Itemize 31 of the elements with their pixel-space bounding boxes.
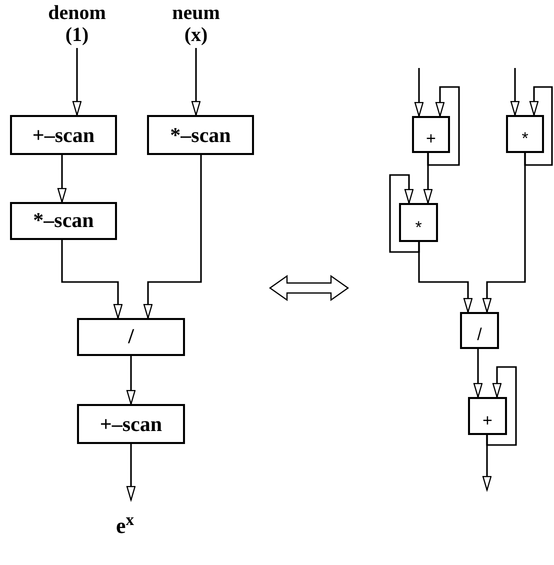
arrow — [423, 153, 433, 204]
operation-box: +–scan — [10, 115, 117, 155]
arrow — [486, 366, 517, 446]
operator-box: * — [506, 115, 544, 153]
operator-box: + — [468, 397, 507, 435]
operation-box: +–scan — [77, 404, 185, 444]
operation-box: *–scan — [147, 115, 254, 155]
arrow — [143, 155, 202, 319]
arrow — [427, 86, 460, 166]
arrow — [510, 68, 520, 116]
arrow — [473, 349, 483, 398]
result-label: e$^{x}$ — [100, 500, 150, 542]
arrow — [72, 48, 82, 116]
arrow — [389, 174, 420, 253]
arrow — [524, 86, 553, 166]
arrow — [126, 444, 136, 501]
input-label: denom (1) — [27, 2, 127, 48]
operation-box: / — [77, 318, 185, 356]
arrow — [482, 435, 492, 491]
operator-box: * — [399, 203, 438, 242]
operator-box: / — [460, 312, 499, 349]
arrow — [418, 242, 473, 313]
arrow — [482, 153, 526, 313]
arrow — [414, 68, 424, 117]
operator-box: + — [412, 116, 450, 153]
arrow — [57, 155, 67, 203]
operation-box: *–scan — [10, 202, 117, 240]
arrow — [61, 240, 123, 319]
input-label: neum (x) — [146, 2, 246, 48]
arrow — [126, 356, 136, 405]
arrow — [191, 48, 201, 116]
